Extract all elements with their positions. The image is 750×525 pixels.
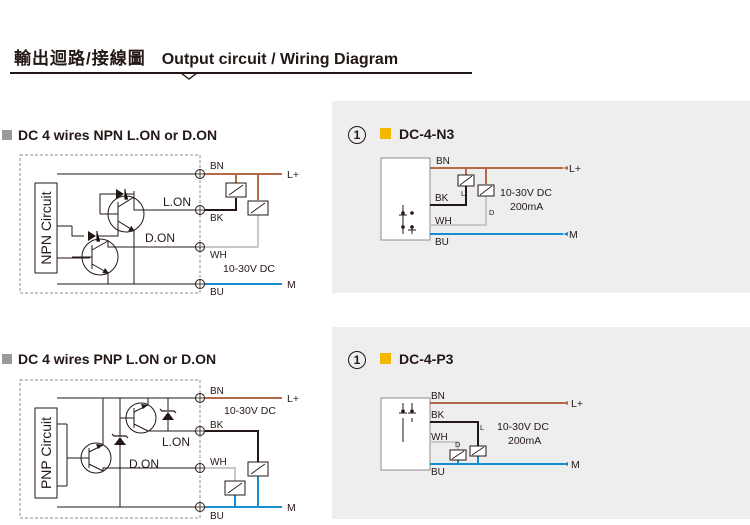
pnp-wire-wh: WH <box>210 457 227 468</box>
npn-panel-current: 200mA <box>510 201 543 213</box>
number-circle-icon: 1 <box>348 351 366 369</box>
pnp-panel-m: M <box>571 459 580 471</box>
header-title-en: Output circuit / Wiring Diagram <box>161 51 399 68</box>
npn-m: M <box>287 279 296 291</box>
pnp-circuit-box <box>34 407 58 499</box>
npn-circuit: NPN Circuit <box>19 154 299 298</box>
pnp-title-text: DC 4 wires PNP L.ON or D.ON <box>18 351 217 367</box>
pnp-white-wire <box>205 467 236 481</box>
pnp-panel-wire-bn: BN <box>431 391 445 402</box>
pnp-wire-bn: BN <box>210 386 224 397</box>
pnp-supply: 10-30V DC <box>224 405 276 417</box>
npn-circuit-boundary <box>19 154 201 294</box>
page-header: 輸出迴路/接線圖 Output circuit / Wiring Diagram <box>14 44 398 69</box>
pnp-panel-load-d: D <box>455 440 461 449</box>
npn-don-label: D.ON <box>145 231 175 245</box>
yellow-square-icon <box>380 128 391 139</box>
npn-wire-wh: WH <box>210 250 227 261</box>
gray-square-icon <box>2 354 12 364</box>
zener-icon <box>114 437 126 445</box>
pnp-lplus: L+ <box>287 393 299 405</box>
pnp-m: M <box>287 502 296 514</box>
pnp-lon-label: L.ON <box>162 435 190 449</box>
gray-square-icon <box>2 130 12 140</box>
pnp-panel-wire-wh: WH <box>431 432 448 443</box>
npn-lplus: L+ <box>287 169 299 181</box>
header-pointer-icon <box>180 72 198 80</box>
npn-panel-wire-bn: BN <box>436 156 450 167</box>
diode-icon <box>88 231 96 241</box>
pnp-wire-bu: BU <box>210 511 224 522</box>
npn-lon-label: L.ON <box>163 195 191 209</box>
header-underline <box>10 72 472 74</box>
pnp-panel-lplus: L+ <box>571 398 583 410</box>
pnp-section-title: DC 4 wires PNP L.ON or D.ON <box>2 351 216 367</box>
npn-panel-load-d: D <box>489 208 495 217</box>
npn-black-wire <box>205 198 237 211</box>
npn-wire-bn: BN <box>210 161 224 172</box>
npn-panel-wiring: BN BK WH BU L D 10-30V DC 200mA L+ M <box>380 156 581 248</box>
pnp-panel-current: 200mA <box>508 435 541 447</box>
npn-panel-title: 1 DC-4-N3 <box>348 126 454 144</box>
npn-circuit-label: NPN Circuit <box>38 191 54 264</box>
pnp-panel-load-l: L <box>480 423 484 432</box>
pnp-don-label: D.ON <box>129 457 159 471</box>
zener-icon <box>162 412 174 420</box>
npn-model-label: DC-4-N3 <box>399 126 455 142</box>
pnp-circuit-boundary <box>19 379 201 519</box>
npn-wire-bk: BK <box>210 213 224 224</box>
pnp-circuit-label: PNP Circuit <box>38 417 54 489</box>
npn-supply: 10-30V DC <box>223 263 275 275</box>
pnp-circuit: PNP Circuit <box>19 379 299 522</box>
npn-panel-wire-bu: BU <box>435 237 449 248</box>
npn-panel-lplus: L+ <box>569 163 581 175</box>
pnp-sensor-box <box>380 397 431 471</box>
pnp-panel-title: 1 DC-4-P3 <box>348 351 453 369</box>
pnp-black-wire <box>205 430 259 462</box>
pnp-wire-bk: BK <box>210 420 224 431</box>
pnp-panel-wire-bk: BK <box>431 410 445 421</box>
header-title-cn: 輸出迴路/接線圖 <box>14 49 146 68</box>
npn-title-text: DC 4 wires NPN L.ON or D.ON <box>18 127 218 143</box>
diode-icon <box>116 189 124 199</box>
npn-panel-wire-bk: BK <box>435 193 449 204</box>
npn-circuit-box <box>34 182 58 274</box>
yellow-square-icon <box>380 353 391 364</box>
number-circle-icon: 1 <box>348 126 366 144</box>
npn-panel-load-l: L <box>461 189 465 198</box>
pnp-panel-wire-bu: BU <box>431 467 445 478</box>
npn-wire-bu: BU <box>210 287 224 298</box>
npn-panel-m: M <box>569 229 578 241</box>
npn-section-title: DC 4 wires NPN L.ON or D.ON <box>2 127 217 143</box>
npn-white-wire <box>205 215 259 248</box>
npn-panel-wire-wh: WH <box>435 216 452 227</box>
pnp-model-label: DC-4-P3 <box>399 351 454 367</box>
npn-sensor-box <box>380 157 431 241</box>
pnp-panel-wiring: BN BK WH BU L D 10-30V DC 200mA L+ M <box>380 391 583 478</box>
npn-panel-supply: 10-30V DC <box>500 187 552 199</box>
pnp-panel-supply: 10-30V DC <box>497 421 549 433</box>
